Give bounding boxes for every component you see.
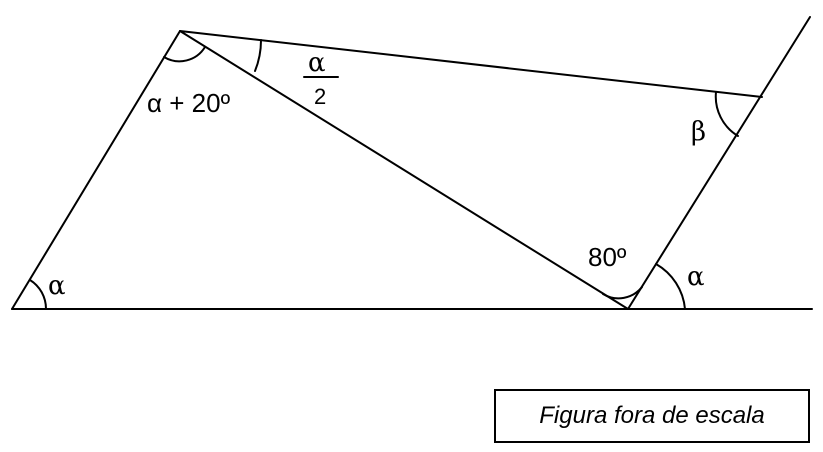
label-alpha-bottom-left: α (48, 271, 66, 301)
label-alpha-half-denominator: 2 (314, 84, 326, 109)
label-beta: β (691, 117, 706, 147)
arc-alpha-bottom-right (655, 263, 686, 310)
arc-alpha-plus-20 (163, 46, 206, 63)
label-alpha-plus-20: α + 20º (147, 88, 231, 118)
label-alpha-bottom-right: α (687, 262, 705, 292)
right-line (627, 16, 811, 310)
left-side (11, 30, 181, 310)
caption-box: Figura fora de escala (494, 389, 810, 443)
label-alpha-half-numerator: α (308, 48, 326, 78)
caption-text: Figura fora de escala (539, 402, 765, 429)
top-side (179, 30, 763, 98)
arc-eighty (602, 286, 643, 300)
label-eighty: 80º (588, 242, 627, 272)
arc-beta (714, 91, 739, 137)
arc-alpha-half (254, 39, 263, 72)
diagonal (179, 30, 629, 310)
arc-alpha-bottom-left (29, 279, 48, 310)
